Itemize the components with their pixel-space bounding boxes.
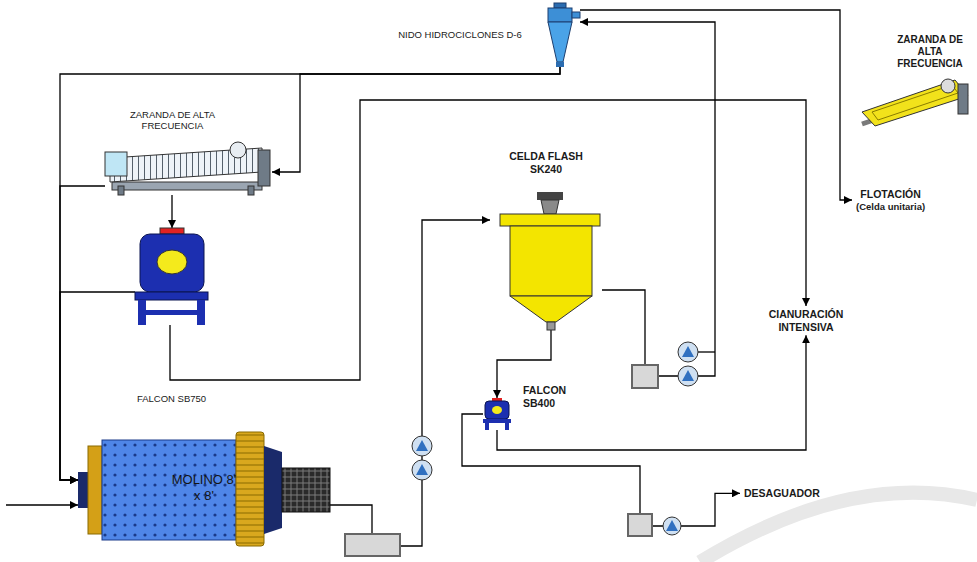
- sump: [628, 514, 652, 536]
- flash-cell: [537, 192, 563, 200]
- destination-label: FLOTACIÓN(Celda unitaria): [852, 186, 929, 214]
- destination-label: DESAGUADOR: [740, 485, 824, 502]
- flash-cell: [510, 226, 592, 296]
- feed-line: [6, 504, 78, 505]
- destination-label: CIANURACIÓN INTENSIVA: [754, 306, 858, 335]
- pump: [666, 520, 678, 531]
- falcon-concentrator: [138, 300, 146, 325]
- equipment-label: CIANURACIÓN INTENSIVA: [758, 308, 854, 333]
- pump: [678, 342, 698, 362]
- falcon-concentrator: [160, 228, 184, 234]
- ball-mill: [102, 440, 236, 540]
- pump: [412, 460, 432, 480]
- flow-line: [60, 186, 105, 480]
- ball-mill: [236, 432, 264, 546]
- sump: [632, 365, 658, 388]
- hydrocyclone: [554, 3, 566, 8]
- mill-node: MOLINO 8' x 8': [78, 430, 330, 545]
- flow-line: [497, 335, 806, 450]
- pump: [416, 464, 428, 475]
- pump: [678, 366, 698, 386]
- vibrating-screen: [105, 152, 127, 176]
- flash-cell: [547, 322, 555, 330]
- flash-cell-node: CELDA FLASH SK240: [490, 192, 602, 330]
- equipment-label: CELDA FLASH SK240: [506, 150, 586, 175]
- equipment-label: MOLINO 8' x 8': [169, 472, 239, 503]
- equipment-label: ZARANDA DE ALTA FRECUENCIA: [893, 34, 967, 70]
- pump: [663, 517, 681, 535]
- ball-mill: [78, 432, 330, 546]
- flow-line: [580, 22, 715, 376]
- pump: [412, 342, 698, 535]
- hydrocyclone: [548, 8, 572, 22]
- feed-line: [698, 351, 715, 352]
- hydrocyclone: [548, 22, 572, 62]
- hydrocyclone: [556, 62, 564, 67]
- hydrocyclone: [548, 3, 580, 67]
- watermark-swoosh: [700, 493, 977, 562]
- flash-cell: [541, 200, 559, 214]
- falcon-node: FALCON SB400: [483, 398, 511, 430]
- flash-cell: [510, 296, 592, 322]
- falcon-concentrator: [146, 310, 197, 315]
- equipment-label: ZARANDA DE ALTA FRECUENCIA: [105, 109, 240, 132]
- flow-line: [170, 100, 806, 380]
- falcon-concentrator: [157, 250, 187, 274]
- pump: [682, 346, 694, 357]
- ball-mill: [264, 446, 282, 534]
- sump: [345, 365, 658, 556]
- falcon-node: FALCON SB750: [135, 228, 208, 325]
- pump: [682, 370, 694, 381]
- falcon-concentrator: [135, 292, 208, 300]
- ball-mill: [88, 446, 102, 534]
- vibrating-screen: [941, 79, 955, 93]
- vibrating-screen: [118, 186, 124, 195]
- flash-cell: [500, 192, 600, 330]
- equipment-label: FLOTACIÓN: [856, 188, 925, 201]
- falcon-concentrator: [485, 423, 489, 430]
- vibrating-screen: [862, 79, 968, 126]
- vibrating-screen: [862, 80, 968, 126]
- ball-mill: [282, 468, 330, 512]
- feed-line: [6, 352, 715, 505]
- flow-line: [580, 10, 852, 200]
- equipment-label: DESAGUADOR: [744, 487, 820, 500]
- falcon-concentrator: [483, 398, 511, 430]
- equipment-label: FALCON SB400: [523, 384, 579, 409]
- flow-line: [60, 67, 560, 480]
- flow-line: [462, 414, 740, 526]
- hydrocyclone: [572, 12, 580, 18]
- vibrating-screen: [248, 186, 254, 195]
- hydrocyclone-node: NIDO HIDROCICLONES D-6: [540, 3, 580, 67]
- vibrating-screen: [958, 84, 968, 114]
- vibrating-screen: [230, 142, 246, 158]
- falcon-concentrator: [483, 419, 511, 423]
- equipment-label: (Celda unitaria): [856, 201, 925, 212]
- screen-node: ZARANDA DE ALTA FRECUENCIA: [855, 80, 972, 130]
- pump: [416, 440, 428, 451]
- sump: [345, 534, 400, 556]
- flow-line: [171, 195, 172, 228]
- falcon-concentrator: [135, 228, 208, 325]
- equipment-label: FALCON SB750: [120, 393, 223, 404]
- falcon-concentrator: [485, 401, 509, 419]
- watermark-swoosh: [700, 493, 977, 562]
- falcon-concentrator: [492, 406, 502, 414]
- screen-node: ZARANDA DE ALTA FRECUENCIA: [105, 145, 272, 195]
- falcon-concentrator: [197, 300, 205, 325]
- vibrating-screen: [105, 142, 270, 195]
- ball-mill: [102, 440, 236, 540]
- vibrating-screen: [112, 182, 262, 190]
- pump: [412, 436, 432, 456]
- flash-cell: [500, 214, 600, 226]
- vibrating-screen: [258, 150, 270, 186]
- falcon-concentrator: [505, 423, 509, 430]
- flow-line: [330, 220, 490, 546]
- equipment-label: NIDO HIDROCICLONES D-6: [388, 29, 532, 40]
- falcon-concentrator: [140, 234, 204, 292]
